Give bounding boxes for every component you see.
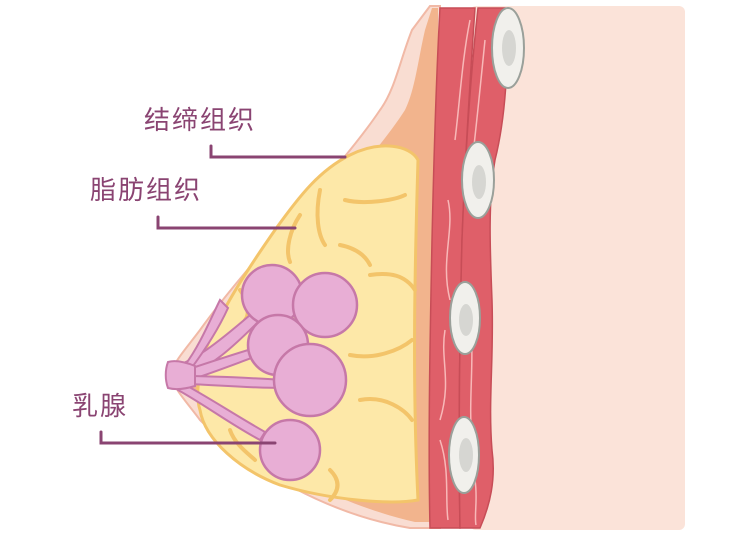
milk-ducts (169, 298, 286, 442)
label-mammary-gland: 乳腺 (72, 392, 129, 422)
chest-body (470, 6, 685, 530)
leader-adipose (156, 215, 297, 230)
label-connective-tissue: 结缔组织 (144, 106, 257, 136)
label-adipose-tissue: 脂肪组织 (90, 176, 203, 206)
ribs (448, 7, 525, 494)
leader-lines (99, 144, 347, 445)
leader-mammary (99, 430, 277, 445)
nipple (164, 360, 196, 391)
leader-connective (209, 144, 347, 159)
mammary-lobules (240, 263, 359, 482)
